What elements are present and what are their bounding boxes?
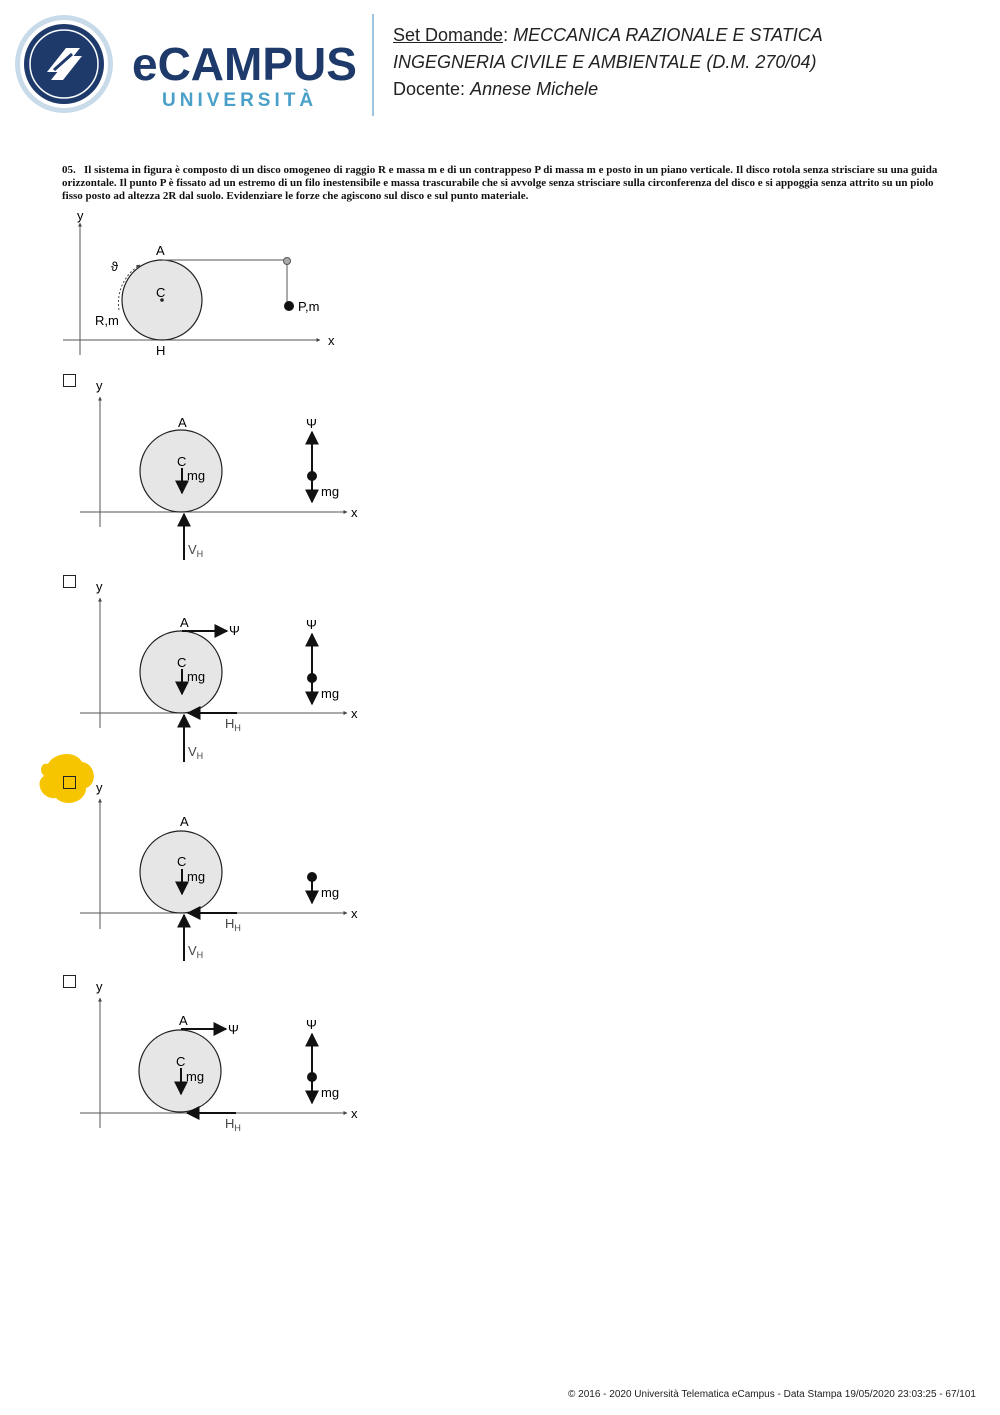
point-h-label: H xyxy=(156,343,165,358)
center-c-label: C xyxy=(176,1054,185,1069)
highlight-blob xyxy=(39,753,94,803)
tension-label: Ψ xyxy=(306,617,317,632)
peg xyxy=(283,257,291,265)
weight-label: mg xyxy=(186,1069,204,1084)
point-a-label: A xyxy=(180,814,189,829)
question-body: Il sistema in figura è composto di un di… xyxy=(62,164,938,202)
point-a-label: A xyxy=(179,1013,188,1028)
weight-label: mg xyxy=(187,669,205,684)
option-2-figure: y x A C Ψ mg VH HH Ψ mg xyxy=(80,579,358,762)
point-mass-label: P,m xyxy=(298,299,319,314)
option-2-checkbox[interactable] xyxy=(63,575,76,588)
center-c-label: C xyxy=(156,285,165,300)
horizontal-reaction-label: HH xyxy=(225,1116,241,1133)
question-text: 05. Il sistema in figura è composto di u… xyxy=(62,164,942,203)
theta-label: ϑ xyxy=(111,259,119,274)
x-axis-label: x xyxy=(351,906,358,921)
point-weight-label: mg xyxy=(321,484,339,499)
disk-center xyxy=(160,298,164,302)
set-title: MECCANICA RAZIONALE E STATICA xyxy=(513,25,823,45)
logo-brand-text: eCAMPUS xyxy=(132,38,357,90)
tension-on-disk-label: Ψ xyxy=(229,623,240,638)
center-c-label: C xyxy=(177,454,186,469)
option-3-checkbox[interactable] xyxy=(63,776,76,789)
y-axis-label: y xyxy=(96,979,103,994)
point-a-label: A xyxy=(178,415,187,430)
course-title: INGEGNERIA CIVILE E AMBIENTALE (D.M. 270… xyxy=(393,52,817,72)
rotation-arrow xyxy=(117,264,141,311)
weight-label: mg xyxy=(187,468,205,483)
ecampus-logo: eCAMPUS UNIVERSITÀ xyxy=(15,15,357,113)
header-info: Set Domande: MECCANICA RAZIONALE E STATI… xyxy=(393,25,823,99)
vertical-reaction-label: VH xyxy=(188,542,203,559)
option-4-figure: y x A C Ψ mg HH Ψ mg xyxy=(80,979,358,1133)
option-1-figure: y x A C mg VH Ψ mg xyxy=(80,378,358,560)
option-1-checkbox[interactable] xyxy=(63,374,76,387)
y-axis-label: y xyxy=(96,780,103,795)
vertical-reaction-label: VH xyxy=(188,744,203,761)
x-axis-label: x xyxy=(351,1106,358,1121)
disk-mass-label: R,m xyxy=(95,313,119,328)
center-c-label: C xyxy=(177,655,186,670)
teacher-label: Docente: xyxy=(393,79,466,99)
x-axis-label: x xyxy=(328,333,335,348)
set-label: Set Domande xyxy=(393,25,504,45)
y-axis-label: y xyxy=(96,579,103,594)
teacher-name: Annese Michele xyxy=(470,79,599,99)
option-4-checkbox[interactable] xyxy=(63,975,76,988)
horizontal-reaction-label: HH xyxy=(225,916,241,933)
weight-label: mg xyxy=(187,869,205,884)
tension-on-disk-label: Ψ xyxy=(228,1022,239,1037)
logo-subtitle-text: UNIVERSITÀ xyxy=(162,89,317,111)
center-c-label: C xyxy=(177,854,186,869)
x-axis-label: x xyxy=(351,706,358,721)
page-footer: © 2016 - 2020 Università Telematica eCam… xyxy=(568,1389,976,1400)
y-axis-label: y xyxy=(96,378,103,393)
main-figure: y x A C H ϑ R,m P,m xyxy=(63,208,335,358)
point-weight-label: mg xyxy=(321,1085,339,1100)
point-mass-p xyxy=(284,301,294,311)
question-number: 05. xyxy=(62,164,76,176)
x-axis-label: x xyxy=(351,505,358,520)
vertical-reaction-label: VH xyxy=(188,943,203,960)
option-3-figure: y x A C mg VH HH mg xyxy=(80,780,358,961)
point-weight-label: mg xyxy=(321,686,339,701)
tension-label: Ψ xyxy=(306,1017,317,1032)
y-axis-label: y xyxy=(77,208,84,223)
tension-label: Ψ xyxy=(306,416,317,431)
point-a-label: A xyxy=(180,615,189,630)
point-a-label: A xyxy=(156,243,165,258)
horizontal-reaction-label: HH xyxy=(225,716,241,733)
header-divider xyxy=(372,14,374,116)
point-weight-label: mg xyxy=(321,885,339,900)
